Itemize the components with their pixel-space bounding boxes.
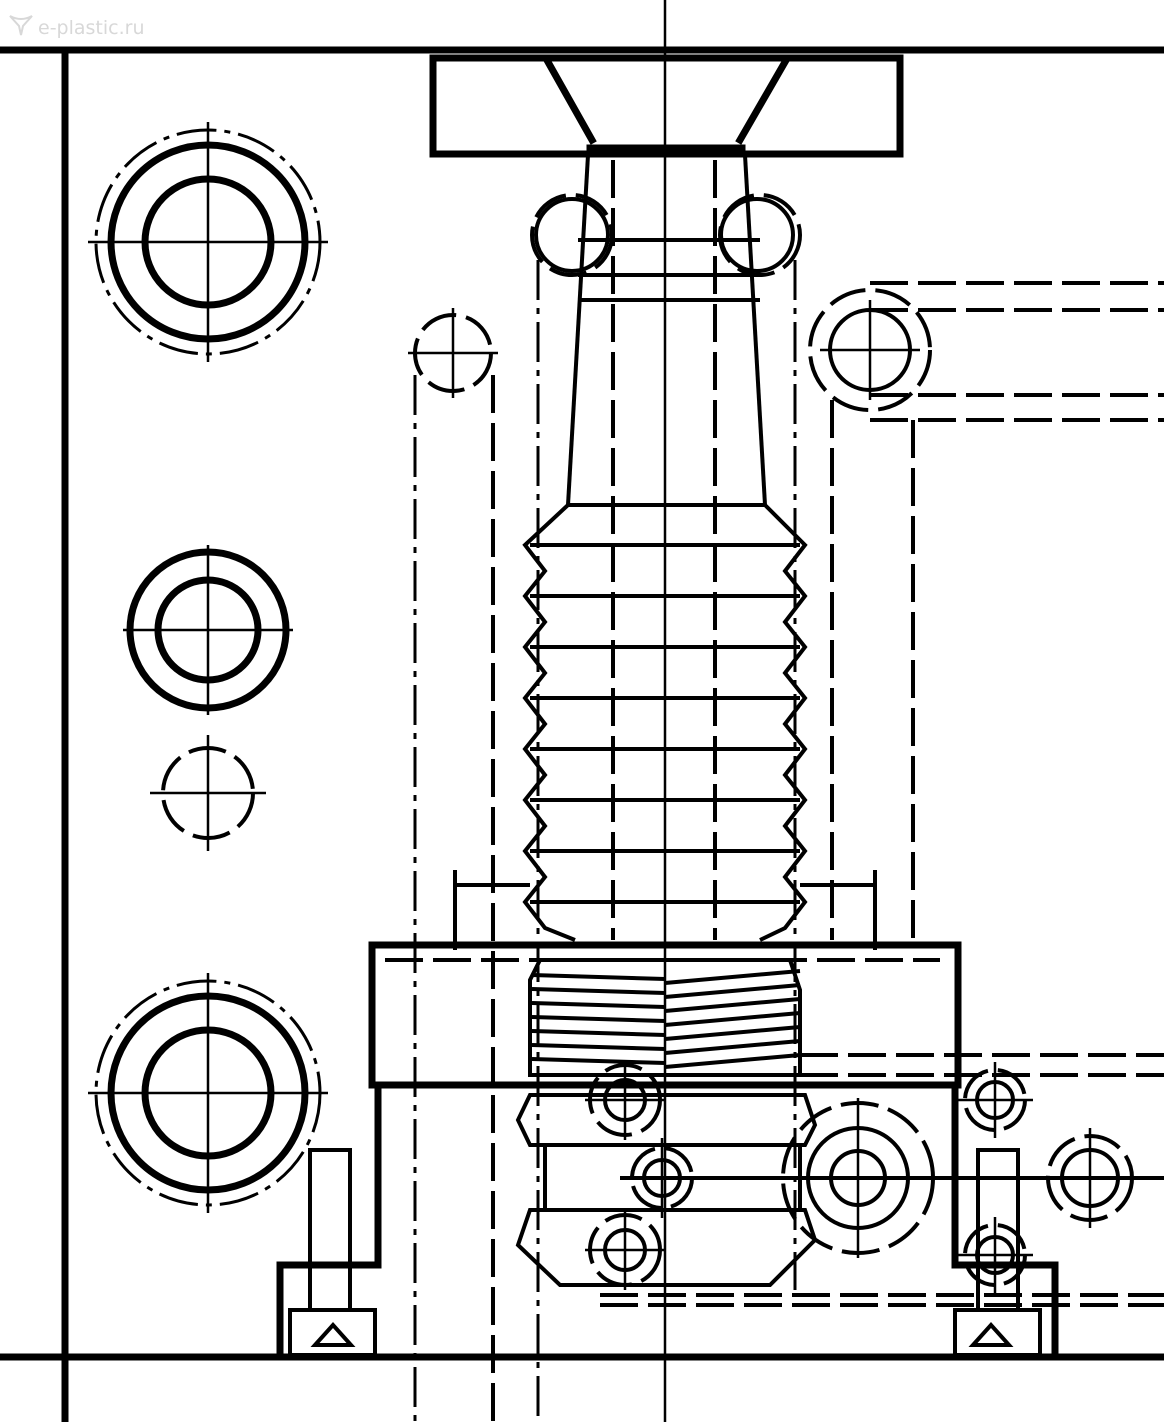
slider <box>515 1093 1164 1287</box>
hole <box>622 1138 702 1218</box>
hole <box>585 1060 665 1140</box>
thread-line <box>531 1043 666 1051</box>
thread-line <box>531 1029 666 1037</box>
holes <box>88 122 1140 1293</box>
hole-circle <box>808 288 932 412</box>
watermark-text: e-plastic.ru <box>38 16 145 39</box>
hole <box>88 122 328 362</box>
thread-line <box>531 987 666 995</box>
hidden-lines <box>385 260 1164 1422</box>
thread-line <box>664 983 801 999</box>
hole <box>585 1210 665 1290</box>
watermark: e-plastic.ru <box>8 14 145 41</box>
thread-line <box>664 969 801 985</box>
watermark-logo-icon <box>8 14 34 41</box>
thread-line <box>664 1039 801 1055</box>
thread-line <box>531 973 666 981</box>
thread-line <box>664 1025 801 1041</box>
rib-profile-right <box>759 503 808 942</box>
core <box>522 154 808 942</box>
hole <box>88 973 328 1213</box>
hole <box>778 1098 938 1258</box>
thread-outline <box>528 958 802 1077</box>
hole <box>957 1062 1033 1138</box>
thread-line <box>531 1015 666 1023</box>
base-block <box>276 941 1059 1357</box>
thread-line <box>664 997 801 1013</box>
hole <box>1040 1128 1140 1228</box>
hole <box>150 735 266 851</box>
hole <box>123 545 293 715</box>
thread-line <box>664 1011 801 1027</box>
rib-profile-left <box>522 503 576 942</box>
thread-line <box>531 1057 666 1065</box>
hole <box>957 1217 1033 1293</box>
thread-line <box>664 1053 801 1069</box>
sprue-bushing <box>429 54 904 158</box>
thread <box>528 958 802 1077</box>
hole <box>408 308 498 398</box>
hole <box>808 288 932 412</box>
core-ribs <box>522 503 808 942</box>
thread-line <box>531 1001 666 1009</box>
